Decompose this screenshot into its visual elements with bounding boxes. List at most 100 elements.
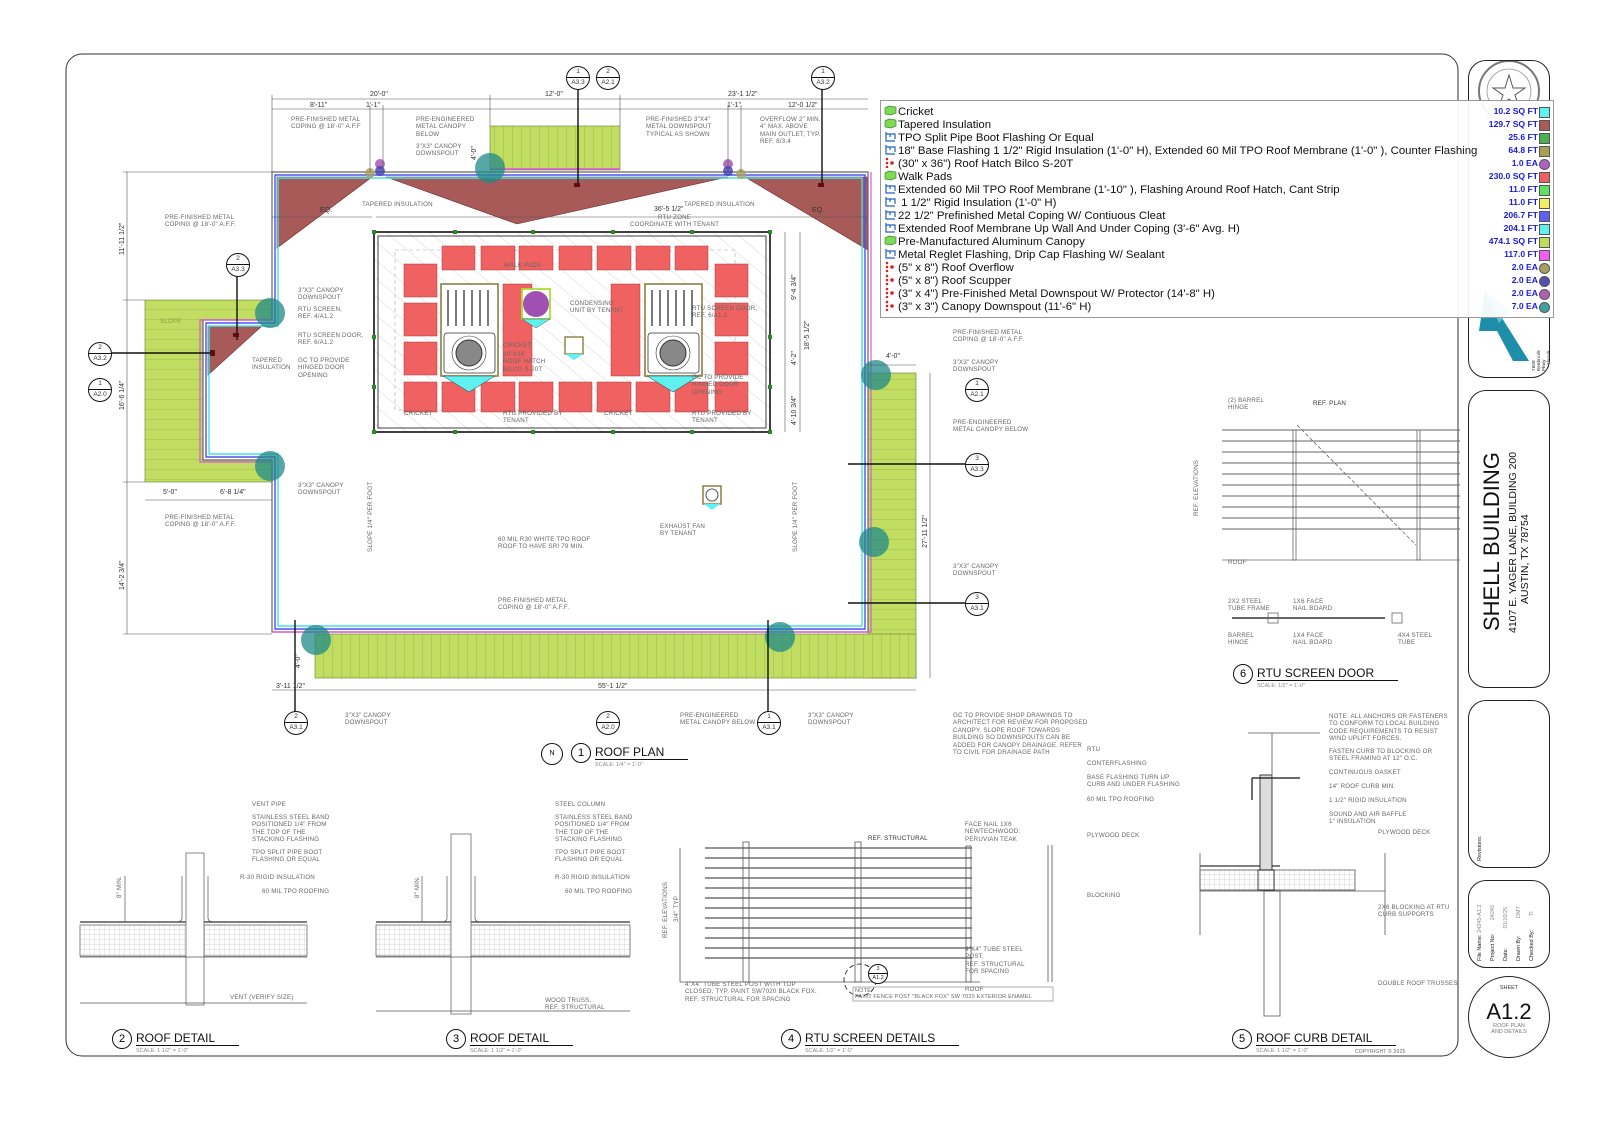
legend-label: Walk Pads <box>898 171 953 183</box>
note: ROOF <box>1228 559 1247 566</box>
note-box: NOTE: PAINT FENCE POST "BLACK FOX" SW 70… <box>855 988 1032 1000</box>
legend-row[interactable]: Extended Roof Membrane Up Wall And Under… <box>884 222 1550 235</box>
file-name-label: File Name: <box>1477 934 1483 961</box>
area-icon <box>884 105 897 116</box>
linear-icon <box>884 131 897 142</box>
note: RTU <box>1087 746 1101 753</box>
legend-row[interactable]: (3" x 4") Pre-Finished Metal Downspout W… <box>884 287 1550 300</box>
note: STAINLESS STEEL BAND POSITIONED 1/4" FRO… <box>252 814 330 844</box>
project-city: AUSTIN, TX 78754 <box>1519 514 1531 604</box>
dimension-lines <box>123 95 931 691</box>
note: 3"x3" CANOPY DOWNSPOUT <box>298 287 344 302</box>
note: RTU SCREEN, REF. 4/A1.2 <box>298 306 343 321</box>
note: FACE NAIL 1X6 NEWTECHWOOD; PERUVIAN TEAK <box>965 821 1021 843</box>
color-swatch <box>1539 133 1550 144</box>
firm-address: 7608 Benbrook Pkwy Benbrook, Texas <box>1531 348 1550 371</box>
legend-quantity: 230.0 SQ FT <box>1488 171 1538 181</box>
legend-label: (3" x 3") Canopy Downspout (11'-6" H) <box>898 301 1092 313</box>
linear-icon <box>884 196 897 207</box>
legend-quantity: 2.0 EA <box>1511 275 1538 285</box>
note: 3"X3" CANOPY DOWNSPOUT <box>345 712 391 727</box>
linear-icon <box>884 144 897 155</box>
legend-row[interactable]: Extended 60 Mil TPO Roof Membrane (1'-10… <box>884 183 1550 196</box>
legend-quantity: 474.1 SQ FT <box>1488 236 1538 246</box>
note: 60 MIL TPO ROOFING <box>565 888 633 895</box>
note: 1X6 FACE NAIL BOARD <box>1293 598 1333 613</box>
dimension-label: 8'-11" <box>310 102 328 109</box>
detail-6-drawing <box>1222 424 1460 624</box>
area-icon <box>884 170 897 181</box>
dimension-label: 4'-10 3/4" <box>791 395 798 425</box>
dimension-label: 4'-2" <box>791 351 798 365</box>
section-cut-lines <box>110 88 965 712</box>
color-swatch <box>1539 263 1550 274</box>
legend-row[interactable]: 1 1/2" Rigid Insulation (1'-0" H)11.0 FT <box>884 196 1550 209</box>
legend-row[interactable]: Walk Pads 230.0 SQ FT <box>884 170 1550 183</box>
legend-row[interactable]: (3" x 3") Canopy Downspout (11'-6" H)7.0… <box>884 300 1550 313</box>
note: PLYWOOD DECK <box>1087 832 1140 839</box>
dimension-label: 4'-0" <box>471 146 478 160</box>
dimension-label: 16'-6 1/4" <box>119 380 126 410</box>
note: 1X4 FACE NAIL BOARD <box>1293 632 1333 647</box>
note: OVERFLOW 2" MIN. 4" MAX. ABOVE MAIN OUTL… <box>760 116 821 146</box>
dimension-label: 8" MIN. <box>116 876 123 898</box>
note: PRE-FINISHED 3"x4" METAL DOWNSPOUT TYPIC… <box>646 116 712 138</box>
color-swatch <box>1539 198 1550 209</box>
color-swatch <box>1539 185 1550 196</box>
detail-2-drawing <box>79 852 308 1006</box>
note: SOUND AND AIR BAFFLE 1" INSULATION <box>1329 811 1407 826</box>
note: BASE FLASHING TURN UP CURB AND UNDER FLA… <box>1087 774 1180 789</box>
project-no: 24245 <box>1490 904 1496 921</box>
drawn-by-label: Drawn By: <box>1516 935 1522 961</box>
note: 60 MIL TPO ROOFING <box>1087 796 1155 803</box>
legend-row[interactable]: 18" Base Flashing 1 1/2" Rigid Insulatio… <box>884 144 1550 157</box>
note: TAPERED INSULATION <box>252 357 291 372</box>
note: REF. ELEVATIONS <box>662 881 669 938</box>
note: PRE-FINISHED METAL COPING @ 18'-0" A.F.F… <box>498 597 570 612</box>
project-info-box: SHELL BUILDING 4107 E. YAGER LANE, BUILD… <box>1468 390 1550 688</box>
legend-label: Cricket <box>898 106 934 118</box>
legend-quantity: 11.0 FT <box>1508 184 1538 194</box>
note: TPO SPLIT PIPE BOOT FLASHING OR EQUAL <box>252 849 323 864</box>
linear-icon <box>884 183 897 194</box>
dimension-label: 4'-0" <box>886 353 900 360</box>
sheet-number: A1.2 <box>1486 999 1532 1024</box>
legend-row[interactable]: Metal Reglet Flashing, Drip Cap Flashing… <box>884 248 1550 261</box>
legend-label: Extended Roof Membrane Up Wall And Under… <box>898 223 1240 235</box>
detail-3-drawing <box>375 833 631 1015</box>
legend-row[interactable]: 22 1/2" Prefinished Metal Coping W/ Cont… <box>884 209 1550 222</box>
note: 1 1/2" RIGID INSULATION <box>1329 797 1407 804</box>
note: 3"x3" CANOPY DOWNSPOUT <box>953 563 999 578</box>
dimension-label: EQ. <box>812 207 825 214</box>
title-number: 1 <box>571 743 591 763</box>
dimension-label: 8" MIN. <box>414 876 421 898</box>
sheet-number-badge: SHEET A1.2 ROOF PLAN AND DETAILS <box>1468 976 1550 1058</box>
note: TPO SPLIT PIPE BOOT FLASHING OR EQUAL <box>555 849 626 864</box>
note: VENT (VERIFY SIZE) <box>230 994 294 1001</box>
dimension-label: 3'-11 1/2" <box>276 683 305 690</box>
